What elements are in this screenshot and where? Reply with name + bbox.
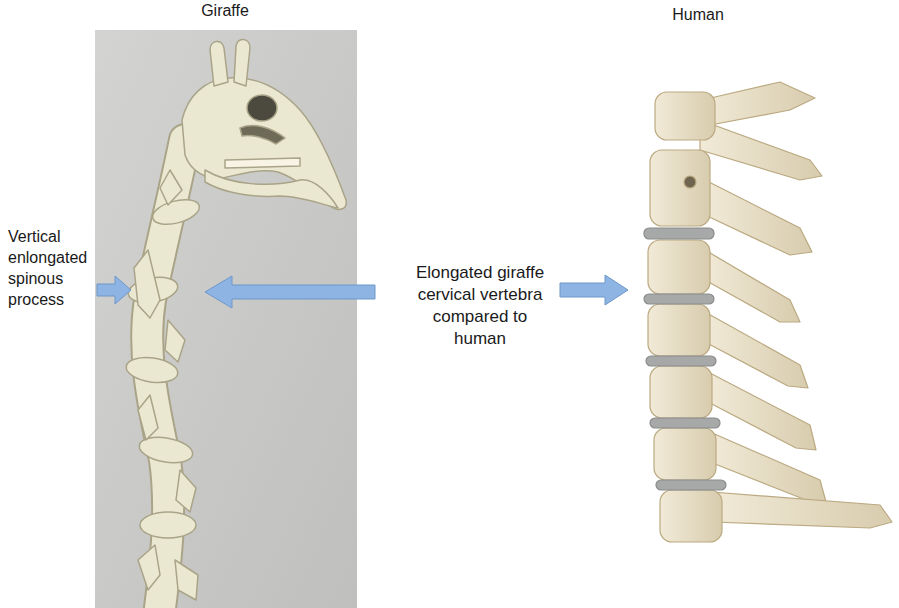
foramen	[684, 176, 696, 188]
eye-orbit	[247, 95, 277, 121]
vertebra-process	[165, 320, 185, 362]
spinous-process	[705, 250, 800, 322]
spinous-process	[712, 492, 892, 528]
photo-background	[95, 30, 357, 608]
block-arrow	[97, 276, 131, 304]
figure-title: Human	[650, 5, 746, 25]
vertebral-body	[650, 150, 710, 226]
intervertebral-disc	[644, 228, 714, 239]
vertebral-body	[648, 304, 710, 356]
vertebra-process	[160, 170, 182, 205]
vertebra-process	[175, 560, 198, 600]
spinous-process	[134, 250, 160, 318]
vertebra-process	[176, 470, 196, 512]
spinous-process	[705, 312, 808, 388]
giraffe-skull	[182, 78, 346, 210]
human-cervical-spine	[644, 82, 892, 542]
figure-title: Giraffe	[180, 1, 270, 21]
intervertebral-disc	[650, 418, 720, 428]
vertebra-joint	[125, 354, 180, 385]
block-arrow	[205, 276, 375, 308]
intervertebral-disc	[656, 480, 726, 490]
callout-label: Elongated giraffe cervical vertebra comp…	[410, 262, 550, 350]
spinous-process	[700, 120, 822, 180]
ossicone	[210, 41, 228, 86]
vertebra-process	[138, 545, 160, 590]
vertebra-process	[138, 395, 158, 440]
mandible	[205, 170, 338, 208]
vertebra-joint	[150, 195, 202, 229]
vertebral-body	[660, 490, 722, 542]
vertebral-body	[654, 428, 716, 480]
transverse-process	[702, 82, 815, 126]
spinous-process	[710, 432, 826, 502]
giraffe-skeleton	[125, 39, 347, 608]
ossicone	[234, 39, 250, 86]
vertebral-body	[650, 366, 712, 418]
intervertebral-disc	[646, 356, 716, 366]
spinous-process	[705, 180, 812, 255]
nasal-opening	[240, 126, 285, 144]
intervertebral-disc	[644, 294, 714, 304]
vertebra-joint	[140, 512, 196, 538]
vertebral-body	[648, 240, 710, 294]
block-arrow	[560, 275, 628, 305]
callout-label: Vertical enlongated spinous process	[8, 226, 94, 310]
teeth	[225, 158, 300, 168]
vertebral-body	[655, 92, 715, 140]
